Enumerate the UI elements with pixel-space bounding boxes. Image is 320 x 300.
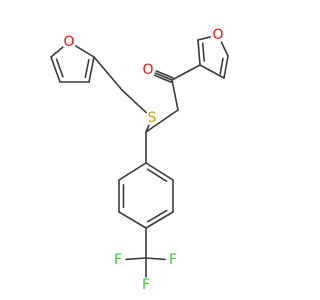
atom-label-bg (141, 63, 155, 77)
atom-label-bg (139, 278, 153, 292)
bond-rd-ra (199, 64, 225, 79)
bond-la-ch2 (93, 56, 123, 91)
bond-cf-f1 (125, 257, 147, 261)
atom-label-bg (62, 35, 76, 49)
bond-ch2-s (121, 89, 147, 114)
bond-c1-co (154, 72, 173, 81)
bond-la-lb (88, 56, 95, 83)
bond-ch-c2 (145, 109, 179, 133)
bond-ld-fo1 (50, 46, 64, 58)
bond-b3-b4-inner (146, 209, 168, 223)
bond-rc-rd (223, 55, 229, 79)
atom-label-bg (166, 253, 180, 267)
bond-c1-co-b (153, 74, 172, 83)
atom-label-s: S (148, 110, 157, 126)
bond-b4-b5 (118, 211, 147, 229)
bond-fo2-rc (220, 41, 229, 57)
atom-label-bg (145, 111, 159, 125)
bond-lc-ld (50, 56, 61, 83)
atom-label-fo2: O (212, 27, 223, 43)
bond-rb-fo2 (197, 36, 212, 41)
bond-b3-b4 (145, 211, 174, 229)
bond-ra-rb (197, 39, 201, 66)
atom-label-f3: F (142, 277, 150, 293)
atom-label-f1: F (114, 252, 122, 268)
bond-fo1-la (75, 45, 95, 58)
bond-lc-ld-inner (55, 58, 64, 78)
bond-layer (50, 36, 229, 278)
bond-c1-ra (171, 64, 201, 81)
atom-label-bg (211, 28, 225, 42)
bond-b1-b2 (145, 162, 174, 181)
bond-c1-co-a (155, 70, 174, 79)
bond-rc-rd-inner (219, 57, 224, 75)
atom-label-fo1: O (63, 34, 74, 50)
molecule-structure: O O O S F F F (50, 27, 229, 293)
bond-la-lb-inner (84, 59, 90, 79)
bond-b1-b2-inner (146, 168, 168, 183)
atom-label-co: O (142, 62, 153, 78)
bond-c2-c1 (171, 79, 179, 111)
bond-b6-b1 (118, 162, 147, 181)
atom-label-layer: O O O S F F F (62, 27, 225, 293)
atom-label-bg (111, 253, 125, 267)
bond-cf-f2 (145, 257, 166, 261)
atom-label-f2: F (169, 252, 177, 268)
bond-ra-rb-inner (201, 42, 205, 62)
